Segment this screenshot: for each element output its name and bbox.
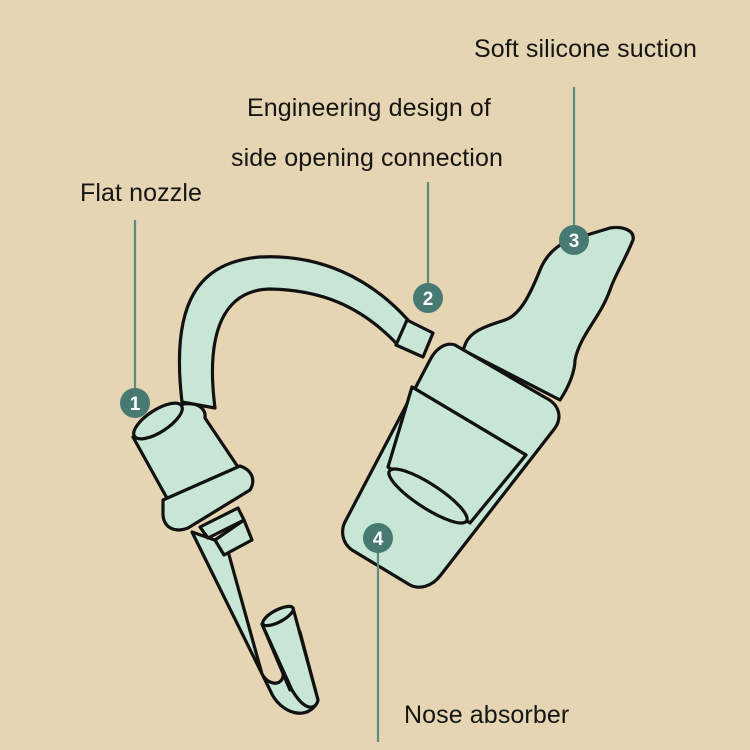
marker-3-number: 3	[569, 231, 580, 252]
flat-nozzle-opening	[132, 401, 184, 441]
callout-label-soft-silicone-suction: Soft silicone suction	[474, 35, 698, 63]
callout-label-flat-nozzle: Flat nozzle	[80, 179, 202, 207]
tube	[177, 255, 410, 410]
callout-label-nose-absorber: Nose absorber	[404, 701, 570, 729]
marker-3: 3	[559, 225, 589, 255]
marker-2-number: 2	[423, 289, 434, 310]
marker-1-number: 1	[130, 394, 141, 415]
lower-tube-edge	[260, 622, 292, 692]
marker-4-number: 4	[373, 529, 384, 550]
marker-2: 2	[413, 283, 443, 313]
callout-label-engineering-design-line2: side opening connection	[231, 144, 503, 172]
callout-label-engineering-design-line1: Engineering design of	[247, 94, 491, 122]
marker-4: 4	[363, 523, 393, 553]
lower-tube-end	[260, 606, 320, 709]
marker-1: 1	[120, 388, 150, 418]
soft-silicone-suction-bulb	[461, 225, 635, 402]
flat-nozzle-flange	[161, 464, 255, 532]
nose-absorber-opening	[387, 467, 469, 525]
nozzle-stem-tip	[213, 518, 254, 557]
side-opening-connector	[394, 318, 435, 359]
